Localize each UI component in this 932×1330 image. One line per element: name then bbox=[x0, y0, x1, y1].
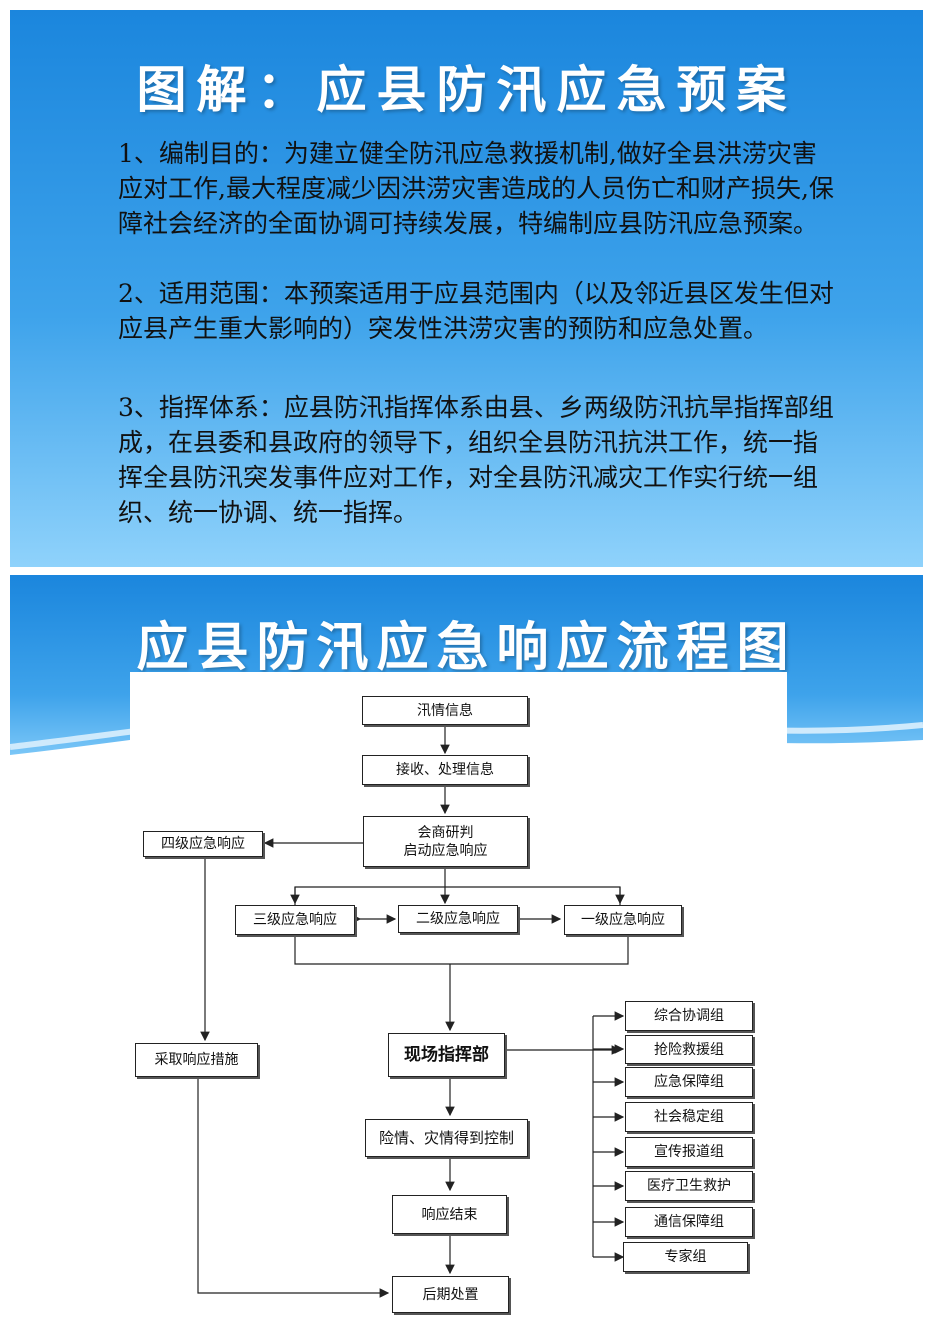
node-level2: 二级应急响应 bbox=[398, 905, 518, 933]
flowchart-connectors bbox=[197, 725, 629, 1298]
flowchart-title: 应县防汛应急响应流程图 bbox=[136, 617, 797, 678]
node-response-end: 响应结束 bbox=[392, 1195, 507, 1234]
slide-flowchart: 应县防汛应急响应流程图 bbox=[10, 575, 923, 1330]
node-under-control: 险情、灾情得到控制 bbox=[365, 1119, 528, 1157]
group-experts: 专家组 bbox=[623, 1242, 748, 1272]
node-consult-line1: 会商研判 bbox=[417, 824, 474, 841]
node-take-measures: 采取响应措施 bbox=[135, 1043, 258, 1077]
slide-plan-overview: 图解：应县防汛应急预案 1、编制目的：为建立健全防汛应急救援机制,做好全县洪涝灾… bbox=[10, 10, 923, 567]
node-field-headquarters: 现场指挥部 bbox=[388, 1033, 505, 1077]
node-level3: 三级应急响应 bbox=[235, 905, 355, 935]
paragraph-scope: 2、适用范围：本预案适用于应县范围内（以及邻近县区发生但对应县产生重大影响的）突… bbox=[118, 279, 834, 343]
group-rescue: 抢险救援组 bbox=[625, 1035, 753, 1064]
group-medical: 医疗卫生救护 bbox=[625, 1171, 753, 1201]
node-flood-info: 汛情信息 bbox=[362, 696, 528, 725]
node-receive-info: 接收、处理信息 bbox=[362, 755, 528, 785]
node-aftermath: 后期处置 bbox=[392, 1276, 509, 1313]
node-consult-line2: 启动应急响应 bbox=[403, 842, 488, 859]
node-consult: 会商研判 启动应急响应 bbox=[363, 816, 528, 867]
group-stability: 社会稳定组 bbox=[625, 1102, 753, 1132]
group-communication: 通信保障组 bbox=[625, 1207, 753, 1237]
group-support: 应急保障组 bbox=[625, 1067, 753, 1097]
slide-title: 图解：应县防汛应急预案 bbox=[136, 60, 797, 119]
node-level4: 四级应急响应 bbox=[143, 831, 263, 857]
paragraph-purpose: 1、编制目的：为建立健全防汛应急救援机制,做好全县洪涝灾害应对工作,最大程度减少… bbox=[118, 139, 834, 238]
group-publicity: 宣传报道组 bbox=[625, 1137, 753, 1167]
node-level1: 一级应急响应 bbox=[564, 905, 682, 935]
paragraph-command-system: 3、指挥体系：应县防汛指挥体系由县、乡两级防汛抗旱指挥部组成，在县委和县政府的领… bbox=[118, 393, 834, 527]
group-coordination: 综合协调组 bbox=[625, 1001, 753, 1031]
